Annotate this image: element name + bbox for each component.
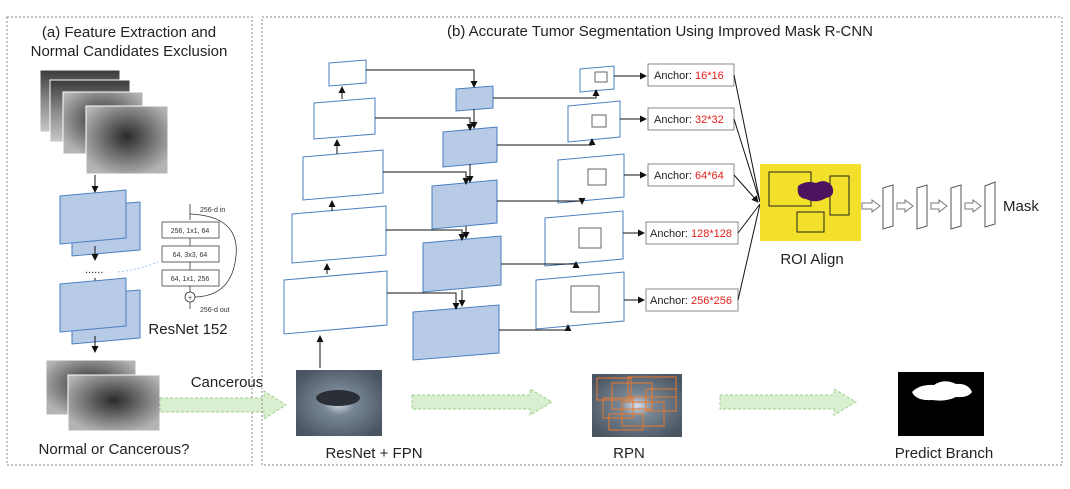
roi-align-box: [760, 164, 861, 241]
feature-map-top: [59, 189, 141, 257]
td-arrows: [458, 109, 478, 307]
mask-label: Mask: [1003, 198, 1039, 215]
anchor-3-size: 64*64: [695, 170, 724, 182]
anchor-2: Anchor: 32*32: [654, 114, 724, 126]
predicted-mask-image: [898, 372, 984, 436]
tumor-shape: [797, 181, 834, 202]
resnet-connector: [117, 261, 159, 273]
resnet-fpn-image: [296, 370, 382, 436]
resnet152-label: ResNet 152: [148, 321, 227, 338]
block-layer-1-label: 256, 1x1, 64: [171, 228, 210, 235]
anchor-2-size: 32*32: [695, 114, 724, 126]
roi-align-label: ROI Align: [780, 251, 843, 268]
resnet-fpn-label: ResNet + FPN: [325, 445, 422, 462]
fpn-top-down: [412, 85, 502, 361]
block-plus: +: [188, 295, 192, 302]
td-level-3: [431, 179, 498, 230]
anchor-4-size: 128*128: [691, 228, 732, 240]
rpn-label: RPN: [613, 445, 645, 462]
block-layer-1: [161, 221, 220, 239]
td-to-rpn-arrows: [493, 89, 600, 331]
lateral-arrows: [366, 69, 478, 310]
td-level-2: [422, 235, 502, 293]
bu-level-5: [328, 59, 367, 87]
bu-level-1: [283, 270, 388, 335]
anchor-1-size: 16*16: [695, 70, 724, 82]
arrow-to-predict: [719, 388, 857, 416]
cancerous-arrow: [159, 390, 287, 420]
classification-images: [45, 359, 161, 432]
block-in-label: 256-d in: [200, 207, 225, 214]
anchor-to-roi-arrows: [733, 74, 761, 301]
rpn-image: [592, 374, 682, 437]
anchor-3: Anchor: 64*64: [654, 170, 724, 182]
anchor-5-size: 256*256: [691, 295, 732, 307]
rpn-to-anchor-arrows: [614, 72, 647, 304]
block-layer-3-label: 64, 1x1, 256: [171, 276, 210, 283]
panel-a-border: [6, 16, 253, 466]
predict-branch-label: Predict Branch: [895, 445, 993, 462]
residual-block: 256-d in 256, 1x1, 64 64, 3x3, 64 64, 1x…: [161, 204, 237, 314]
arrow-to-rpn: [411, 388, 553, 416]
rpn-anchor-boxes: [570, 71, 608, 313]
panel-b-border: [261, 16, 1063, 466]
panel-b-title: (b) Accurate Tumor Segmentation Using Im…: [447, 23, 873, 40]
anchor-labels: Anchor: 16*16 Anchor: 32*32 Anchor: 64*6…: [645, 63, 739, 312]
cancerous-label: Cancerous: [191, 374, 264, 391]
td-level-1: [412, 304, 500, 361]
normal-or-cancerous: Normal or Cancerous?: [39, 441, 190, 458]
td-level-4: [442, 126, 498, 168]
anchor-1: Anchor: 16*16: [654, 70, 724, 82]
feature-map-bottom: [59, 277, 141, 345]
block-layer-2-label: 64, 3x3, 64: [173, 252, 208, 259]
block-layer-2: [161, 245, 220, 263]
mask-branch: [861, 181, 996, 230]
panel-a-title-line1: (a) Feature Extraction and: [42, 24, 216, 41]
bu-level-4: [313, 97, 376, 140]
block-skip: [189, 213, 237, 298]
ellipsis-dots: ......: [85, 264, 103, 276]
fpn-bottom-up: [283, 59, 388, 335]
bu-level-3: [302, 149, 384, 201]
anchor-5: Anchor: 256*256: [650, 295, 732, 307]
td-level-5: [455, 85, 494, 112]
panel-a-title-line2: Normal Candidates Exclusion: [31, 43, 228, 60]
input-ultrasound-stack: [39, 69, 169, 175]
bu-level-2: [291, 205, 387, 264]
anchor-4: Anchor: 128*128: [650, 228, 732, 240]
block-out-label: 256-d out: [200, 307, 230, 314]
bu-arrows: [316, 86, 346, 368]
block-layer-3: [161, 269, 220, 287]
